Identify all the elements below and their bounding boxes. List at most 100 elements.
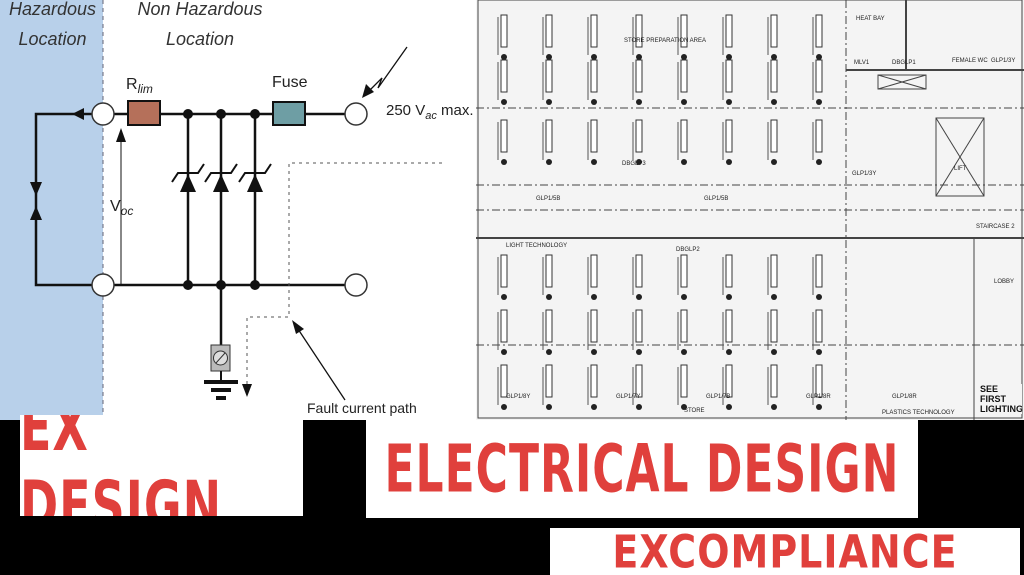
room-label: FEMALE WC: [952, 58, 988, 64]
switch-icon: [771, 294, 777, 300]
hazardous-zone: [0, 0, 103, 420]
switch-icon: [591, 54, 597, 60]
light-fixture-icon: [545, 59, 553, 93]
terminal: [344, 102, 368, 126]
light-fixture-icon: [635, 309, 643, 343]
hazardous-loop: [34, 112, 103, 287]
light-fixture-icon: [815, 119, 823, 153]
see-first-lighting-note: SEE FIRST LIGHTING: [980, 384, 1023, 414]
light-fixture-icon: [680, 309, 688, 343]
room-label: PLASTICS TECHNOLOGY: [882, 410, 955, 416]
circuit-label: GLP1/8R: [892, 394, 917, 400]
light-fixture-icon: [635, 364, 643, 398]
light-fixture-icon: [815, 254, 823, 288]
terminal: [91, 273, 115, 297]
light-fixture-icon: [590, 119, 598, 153]
light-fixture-icon: [500, 309, 508, 343]
floor-plan-drawing: STORE PREPARATION AREA LIGHT TECHNOLOGY …: [476, 0, 1024, 420]
circuit-label: GLP1/5B: [704, 196, 728, 202]
circuit-label: DBGLP3: [622, 161, 646, 167]
circuit-label: DBGLP1: [892, 60, 916, 66]
switch-icon: [816, 349, 822, 355]
switch-icon: [546, 404, 552, 410]
light-fixture-icon: [770, 309, 778, 343]
rlim-label: Rlim: [126, 76, 153, 97]
light-fixture-icon: [500, 14, 508, 48]
circuit-label: GLP1/8R: [806, 394, 831, 400]
light-fixture-icon: [815, 14, 823, 48]
switch-icon: [591, 99, 597, 105]
electrical-design-text: ELECTRICAL DESIGN: [384, 430, 900, 508]
circuit-label: GLP1/8Y: [506, 394, 530, 400]
switch-icon: [591, 349, 597, 355]
zener-diodes: [171, 163, 272, 192]
light-fixture-icon: [725, 14, 733, 48]
switch-icon: [501, 159, 507, 165]
ground-icon: [204, 344, 238, 400]
room-label: HEAT BAY: [856, 16, 885, 22]
light-fixture-icon: [635, 59, 643, 93]
circuit-schematic: [0, 0, 442, 420]
light-fixture-icon: [590, 254, 598, 288]
light-fixture-icon: [725, 309, 733, 343]
switch-icon: [591, 404, 597, 410]
light-fixture-icon: [545, 364, 553, 398]
switch-icon: [726, 159, 732, 165]
light-fixture-icon: [500, 364, 508, 398]
light-fixture-icon: [680, 119, 688, 153]
switch-icon: [546, 54, 552, 60]
switch-icon: [726, 404, 732, 410]
fuse-label: Fuse: [272, 74, 308, 91]
light-fixture-icon: [590, 309, 598, 343]
light-fixture-icon: [545, 119, 553, 153]
switch-icon: [771, 159, 777, 165]
light-fixture-icon: [680, 14, 688, 48]
light-fixture-icon: [680, 59, 688, 93]
light-fixture-icon: [680, 254, 688, 288]
switch-icon: [591, 294, 597, 300]
switch-icon: [681, 54, 687, 60]
switch-icon: [501, 404, 507, 410]
light-fixture-icon: [545, 14, 553, 48]
voc-arrow-icon: [116, 128, 126, 142]
switch-icon: [771, 54, 777, 60]
light-fixture-icon: [590, 364, 598, 398]
switch-icon: [546, 99, 552, 105]
ex-design-banner: EX DESIGN: [20, 415, 303, 516]
room-label: LIGHT TECHNOLOGY: [506, 243, 567, 249]
surge-arrow-icon: [364, 46, 408, 96]
circuit-label: GLP1/7B: [706, 394, 730, 400]
switch-icon: [726, 99, 732, 105]
room-label: LIFT: [954, 166, 967, 172]
switch-icon: [681, 99, 687, 105]
switch-icon: [501, 99, 507, 105]
switch-icon: [636, 349, 642, 355]
fault-arrow-icon: [292, 320, 304, 334]
light-fixture-icon: [545, 254, 553, 288]
light-fixture-icon: [815, 364, 823, 398]
light-fixture-icon: [770, 364, 778, 398]
switch-icon: [681, 349, 687, 355]
switch-icon: [501, 294, 507, 300]
switch-icon: [546, 294, 552, 300]
light-fixture-icon: [815, 309, 823, 343]
light-fixture-icon: [725, 364, 733, 398]
switch-icon: [546, 159, 552, 165]
light-fixture-icon: [770, 254, 778, 288]
ex-design-text: EX DESIGN: [20, 415, 223, 516]
light-fixture-icon: [500, 59, 508, 93]
switch-icon: [681, 404, 687, 410]
light-fixture-icon: [680, 364, 688, 398]
light-fixture-icon: [725, 119, 733, 153]
circuit-label: GLP1/5B: [536, 196, 560, 202]
electrical-floor-plan: STORE PREPARATION AREA LIGHT TECHNOLOGY …: [476, 0, 1024, 420]
light-fixture-icon: [725, 254, 733, 288]
room-label: LOBBY: [994, 279, 1014, 285]
ex-compliance-text: EXCOMPLIANCE: [612, 528, 958, 575]
switch-icon: [726, 54, 732, 60]
switch-icon: [681, 294, 687, 300]
fuse: [272, 101, 306, 126]
switch-icon: [636, 99, 642, 105]
